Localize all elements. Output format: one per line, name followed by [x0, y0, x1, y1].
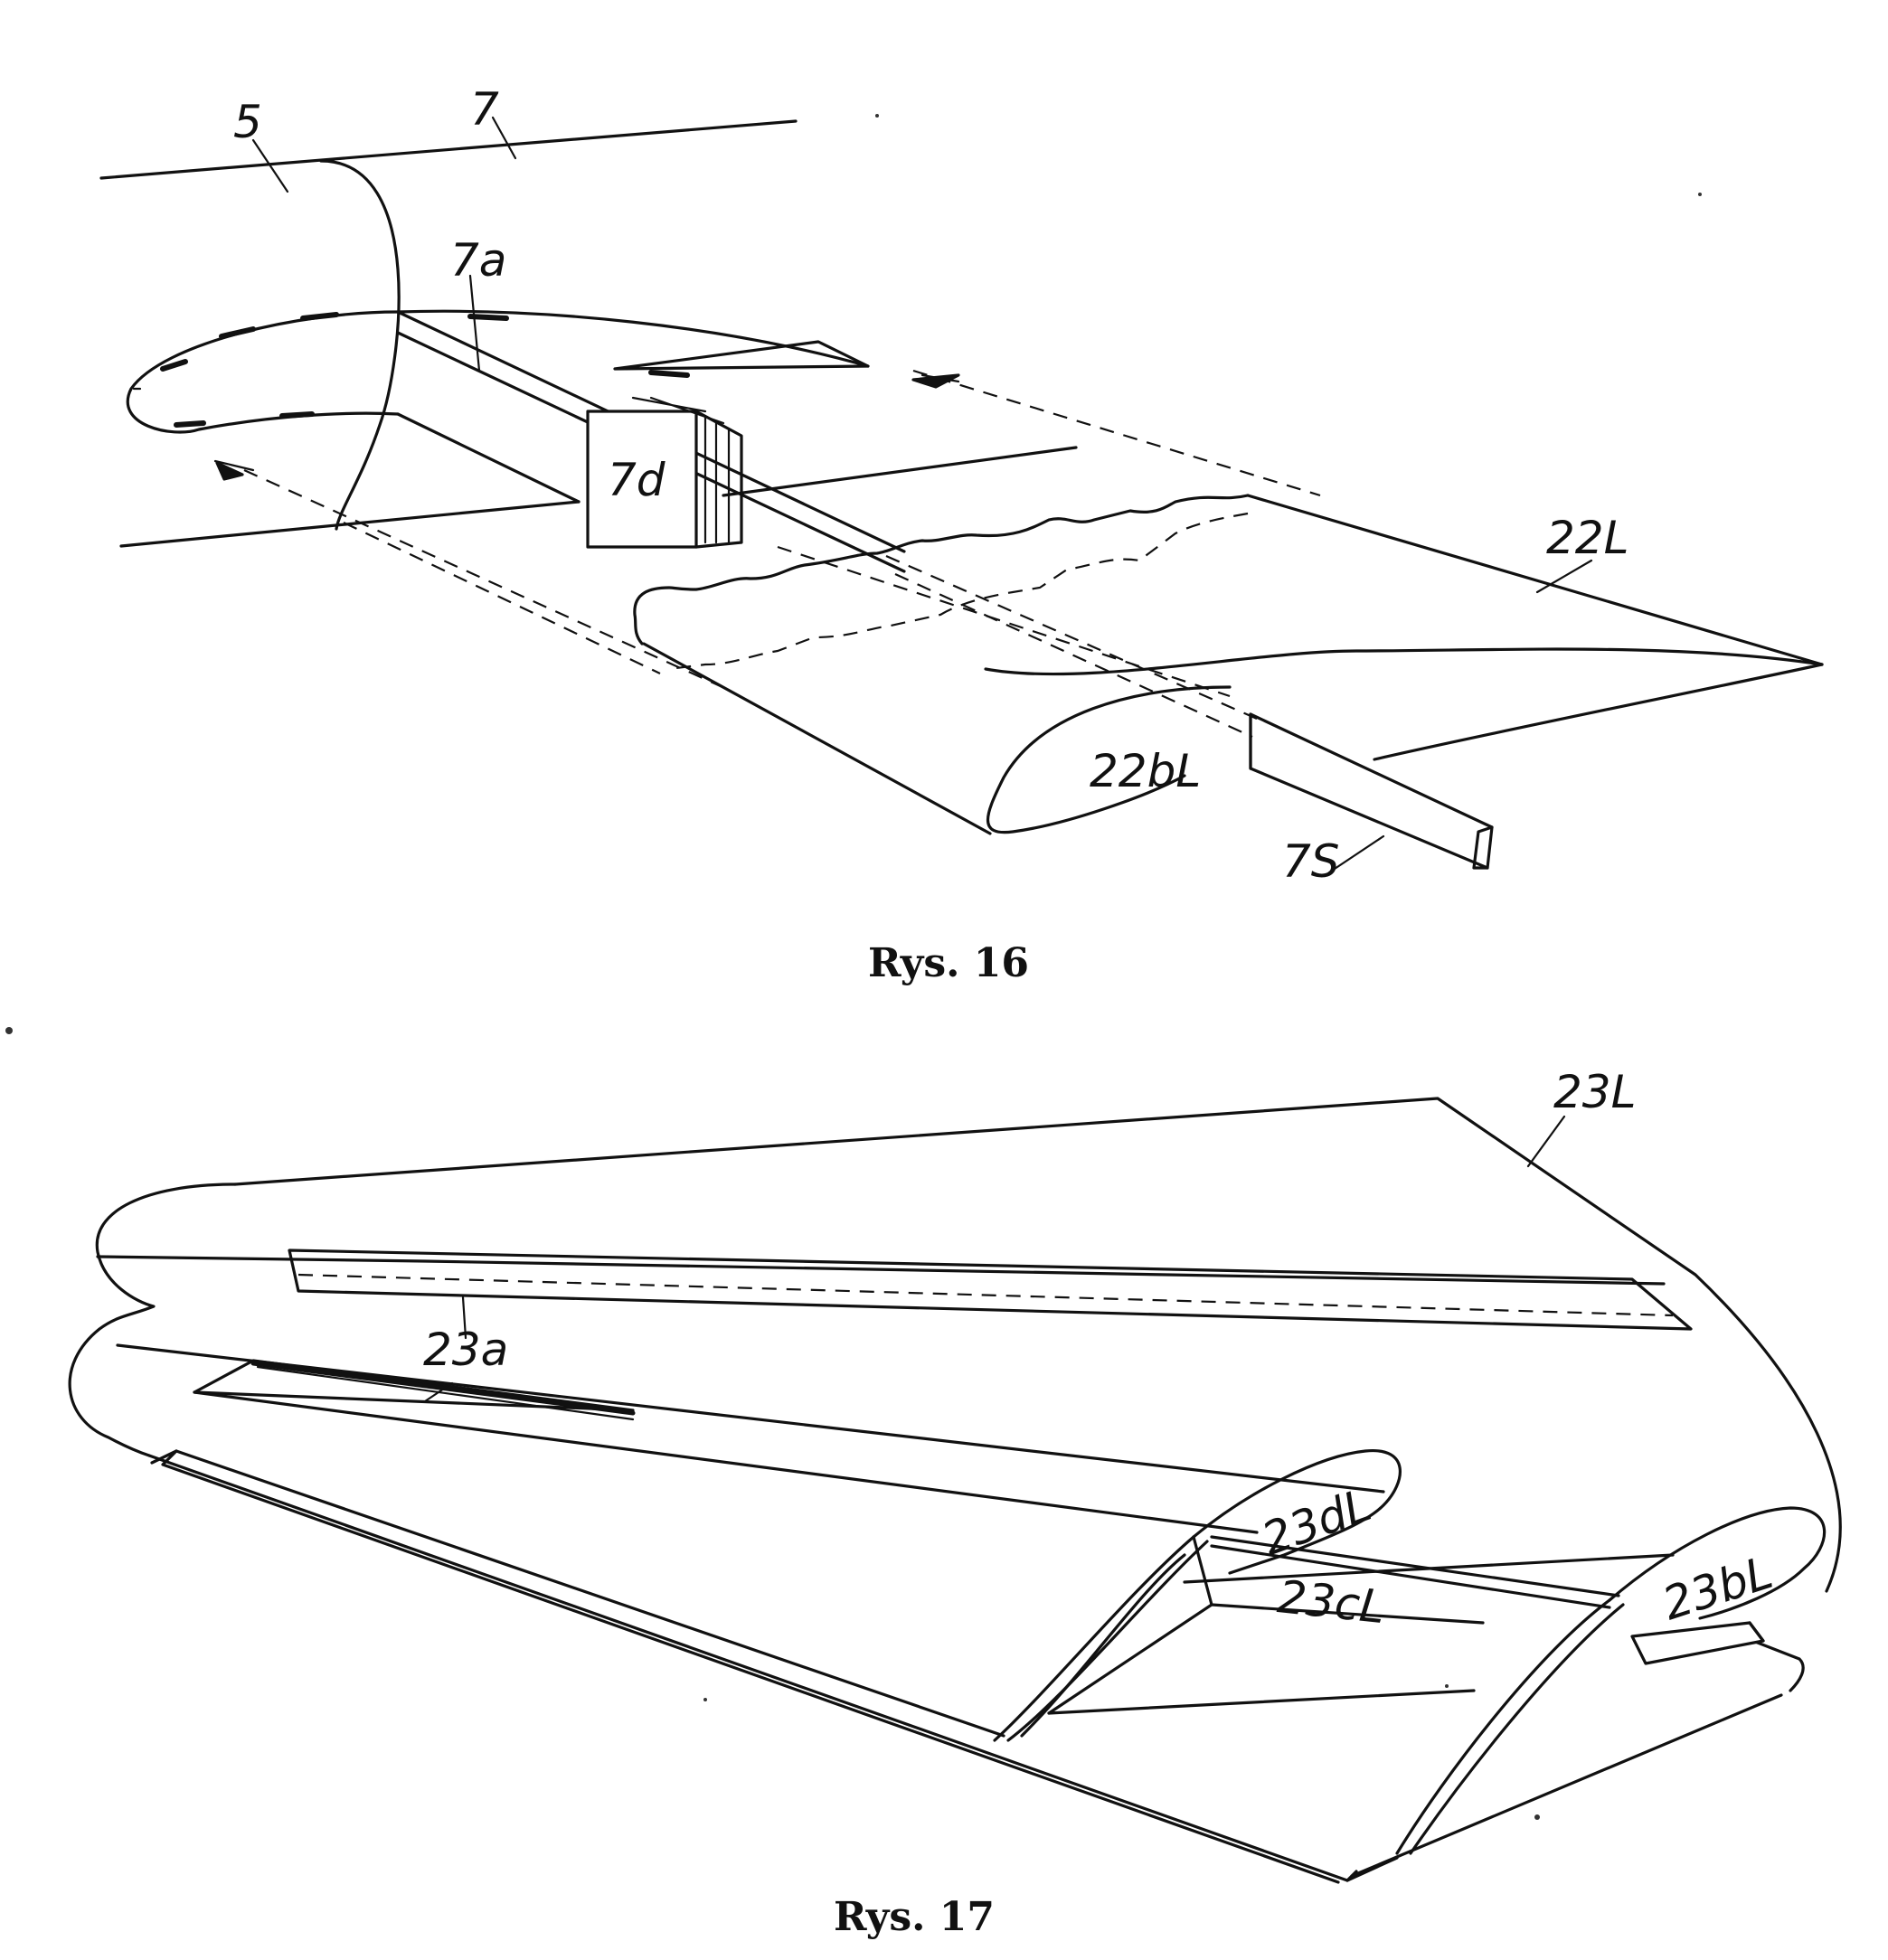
label-23L: 23L: [1553, 1066, 1636, 1118]
inboard-wing-section: [126, 309, 1078, 504]
label-5: 5: [233, 96, 262, 148]
figure-16: 5 7 7a 7d 22L 22bL 7S Rys. 16: [99, 83, 1824, 986]
caption-fig-16: Rys. 16: [868, 940, 1029, 986]
paper-specks: [5, 114, 1702, 1820]
label-22L: 22L: [1546, 512, 1628, 564]
label-23bL: 23bL: [1657, 1546, 1779, 1630]
rib-23dL: [993, 1449, 1485, 1742]
figure-17: 23L 23a 23dL 23cL 23bL Rys. 17: [68, 1066, 1842, 1940]
outer-wing-22L: [213, 369, 1824, 835]
label-7d: 7d: [608, 454, 666, 506]
spar-stub-7S: [885, 554, 1494, 870]
spar-7a: [396, 310, 906, 573]
label-7: 7: [470, 83, 499, 136]
airfoil-rib-marks: [160, 312, 690, 428]
spar-23cL: [1047, 1535, 1620, 1715]
rib-23bL: [1345, 1506, 1827, 1882]
caption-fig-17: Rys. 17: [834, 1894, 995, 1940]
label-23a: 23a: [423, 1324, 508, 1376]
leader-lines-fig16: [251, 116, 1593, 874]
label-22bL: 22bL: [1090, 745, 1201, 797]
label-7a: 7a: [450, 234, 506, 287]
leader-lines-fig17: [423, 1115, 1566, 1403]
fuselage-5: [99, 119, 798, 548]
label-7S: 7S: [1282, 835, 1340, 888]
wing-23L: [68, 1097, 1842, 1884]
label-23cL: 23cL: [1275, 1570, 1387, 1634]
